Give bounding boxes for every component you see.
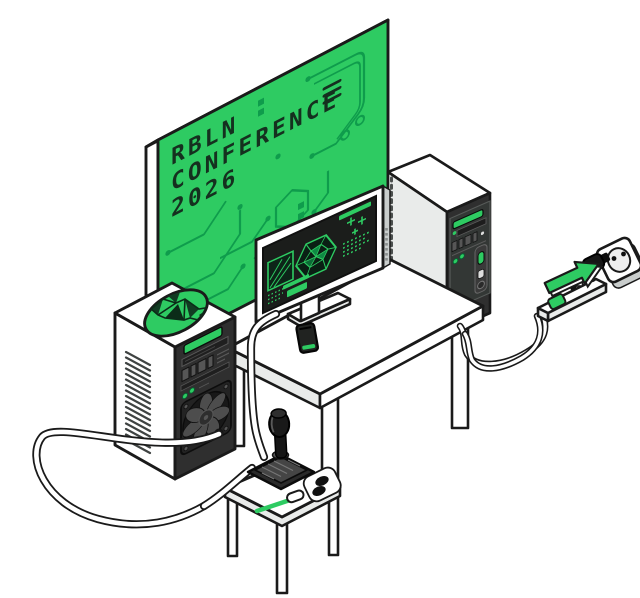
phone-led (302, 343, 316, 350)
monitor-screen-content (267, 201, 371, 305)
monitor (254, 184, 391, 328)
stool-deck (254, 466, 342, 514)
stool-leg-front (275, 517, 289, 595)
stool (223, 461, 342, 595)
phone (295, 322, 320, 354)
screen-status-bar (339, 201, 371, 221)
stool-button (315, 475, 329, 487)
left-tower-led-dot (182, 392, 188, 400)
screen-network-mesh (295, 234, 337, 280)
left-tower-led-dot2 (189, 387, 195, 394)
right-tower-toggle (477, 251, 485, 265)
stool-button-2 (312, 485, 326, 497)
arrow-icon (543, 260, 600, 295)
billboard: RBLN CONFERENCE 2026 (144, 18, 390, 361)
power-strip-switch (547, 293, 567, 310)
screen-block (287, 282, 307, 298)
joystick (246, 408, 316, 491)
joystick-stick (268, 408, 291, 459)
tower-loop-cable (32, 427, 224, 529)
left-tower (113, 281, 237, 481)
plug-in-arrow (543, 260, 604, 298)
wall-outlet (595, 236, 640, 289)
outlet-hole (611, 256, 617, 261)
left-tower-led-bar (183, 326, 223, 355)
stool-slider-knob (286, 489, 305, 504)
power-strip-cables (456, 307, 549, 372)
screen-dot-matrix (343, 230, 371, 257)
screen-plus-glyphs (347, 216, 366, 236)
right-tower-led-dot2 (459, 253, 465, 260)
screen-bar (283, 274, 309, 290)
right-tower-led-bar (452, 209, 484, 230)
right-tower-panel-details (449, 200, 491, 312)
outlet-hole-2 (621, 251, 626, 257)
right-tower-led-dot (452, 258, 459, 265)
desk-top (226, 258, 485, 396)
stool-slider-track (254, 496, 296, 514)
